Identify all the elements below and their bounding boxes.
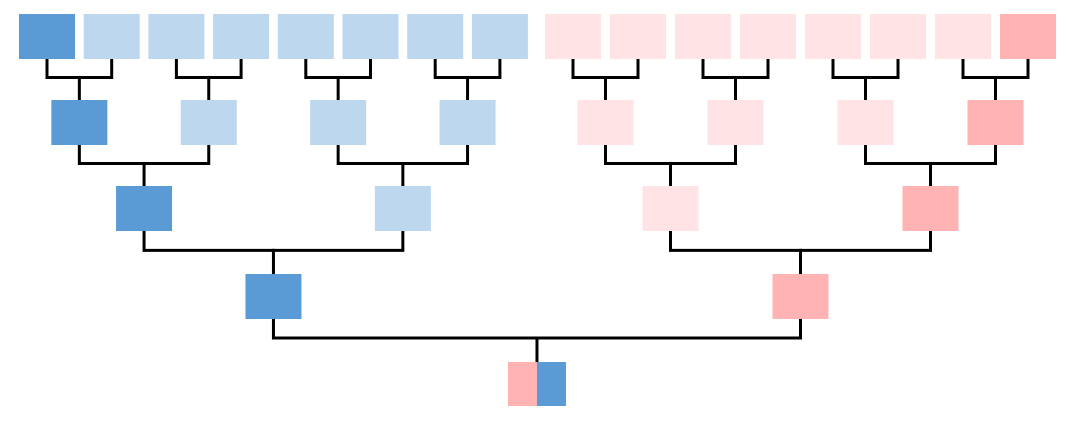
bracket-box-row-0-8 [545, 14, 601, 59]
root-box-left-half [507, 362, 537, 406]
bracket-box-row-0-9 [610, 14, 666, 59]
bracket-box-row-1-1 [180, 100, 237, 145]
bracket-box-row-0-6 [407, 14, 464, 59]
connector-final [271, 317, 802, 340]
bracket-box-row-0-1 [83, 14, 140, 59]
bracket-box-row-1-0 [51, 100, 108, 145]
connector-row-2-pair-0 [142, 229, 405, 252]
connector-row-1-pair-1 [336, 143, 470, 165]
bracket-box-row-2-2 [642, 186, 699, 231]
bracket-box-row-3-0 [245, 274, 302, 319]
connector-row-0-pair-6 [831, 57, 900, 79]
connector-row-1-pair-0 [77, 143, 211, 165]
bracket-box-row-2-3 [902, 186, 959, 231]
connector-row-0-pair-1 [174, 57, 243, 79]
connector-row-0-pair-3 [433, 57, 502, 79]
bracket-connector-lines [45, 57, 1030, 364]
bracket-box-row-2-1 [374, 186, 431, 231]
bracket-boxes [19, 14, 1056, 406]
connector-row-1-pair-2 [604, 143, 737, 165]
bracket-box-row-0-4 [277, 14, 334, 59]
bracket-box-row-0-7 [471, 14, 528, 59]
connector-row-2-pair-1 [669, 229, 932, 252]
bracket-box-row-0-12 [805, 14, 861, 59]
root-box-right-half [536, 362, 566, 406]
connector-row-0-pair-7 [961, 57, 1030, 79]
bracket-box-row-0-10 [675, 14, 731, 59]
bracket-box-row-0-11 [740, 14, 796, 59]
connector-row-0-pair-4 [571, 57, 640, 79]
bracket-box-row-1-3 [439, 100, 496, 145]
bracket-box-row-0-3 [213, 14, 270, 59]
bracket-box-row-1-4 [577, 100, 634, 145]
bracket-box-row-1-6 [837, 100, 894, 145]
bracket-box-row-0-13 [870, 14, 926, 59]
connector-row-0-pair-5 [701, 57, 770, 79]
bracket-box-row-0-14 [935, 14, 991, 59]
bracket-box-row-1-2 [310, 100, 367, 145]
bracket-box-row-1-5 [707, 100, 764, 145]
bracket-box-row-0-15 [1000, 14, 1056, 59]
bracket-box-row-2-0 [116, 186, 173, 231]
connector-row-0-pair-0 [45, 57, 114, 79]
bracket-box-row-0-0 [19, 14, 75, 59]
bracket-box-row-1-7 [967, 100, 1024, 145]
bracket-box-row-0-5 [342, 14, 399, 59]
bracket-box-row-3-1 [772, 274, 829, 319]
connector-row-1-pair-3 [864, 143, 997, 165]
bracket-box-row-0-2 [148, 14, 205, 59]
connector-row-0-pair-2 [304, 57, 372, 79]
